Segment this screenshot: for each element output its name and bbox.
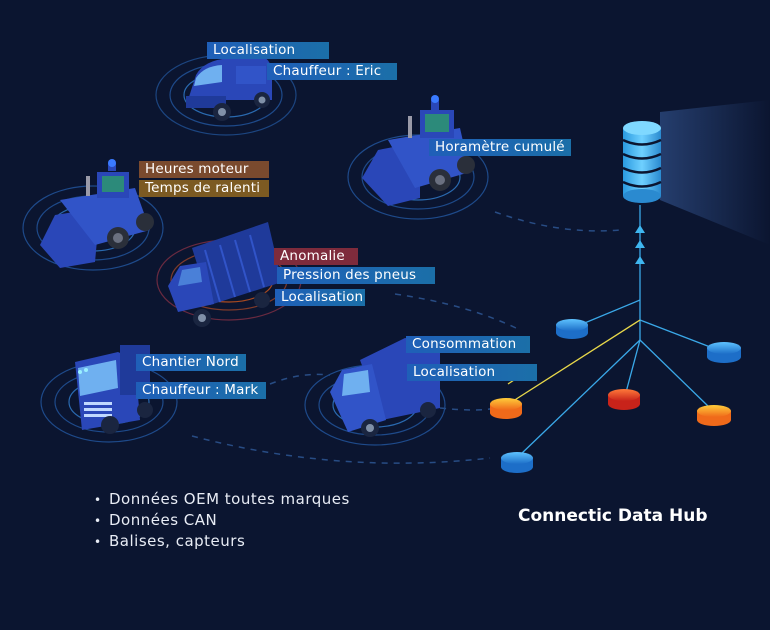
site-label: Chantier Nord [136, 354, 246, 371]
hub-node-blue-1 [556, 319, 588, 339]
loader-icon [362, 95, 475, 206]
semi-truck-icon [75, 345, 153, 434]
semi-driver-label: Chauffeur : Mark [136, 382, 266, 399]
van-location-label: Localisation [207, 42, 329, 59]
excavator-icon [40, 159, 154, 268]
hub-title: Connectic Data Hub [518, 506, 708, 526]
hub-node-blue-3 [501, 452, 533, 473]
hub-node-orange-1 [490, 398, 522, 419]
box-truck-icon [330, 338, 440, 437]
idle-time-label: Temps de ralenti [139, 180, 269, 197]
hub-node-orange-2 [697, 405, 731, 426]
anomaly-label: Anomalie [274, 248, 358, 265]
truck-location-label: Localisation [275, 289, 365, 306]
van-icon [186, 56, 272, 121]
box-location-label: Localisation [407, 364, 537, 381]
hub-node-red [608, 389, 640, 410]
engine-hours-label: Heures moteur [139, 161, 269, 178]
consumption-label: Consommation [406, 336, 530, 353]
flow-arrows [635, 225, 645, 264]
list-item: Données OEM toutes marques [94, 489, 350, 510]
data-sources-list: Données OEM toutes marques Données CAN B… [94, 489, 350, 552]
dump-truck-icon [168, 222, 282, 327]
hub-light-beam [660, 100, 770, 245]
list-item: Balises, capteurs [94, 531, 350, 552]
tire-pressure-label: Pression des pneus [277, 267, 435, 284]
hour-meter-label: Horamètre cumulé [429, 139, 571, 156]
hub-node-blue-2 [707, 342, 741, 363]
database-icon [622, 121, 662, 203]
van-driver-label: Chauffeur : Eric [267, 63, 397, 80]
hub-network [507, 205, 719, 456]
list-item: Données CAN [94, 510, 350, 531]
